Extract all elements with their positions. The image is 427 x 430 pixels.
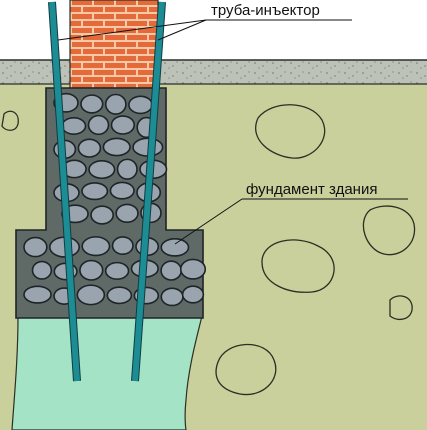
foundation-stone bbox=[160, 287, 184, 307]
foundation-stone bbox=[111, 236, 134, 256]
boulder bbox=[362, 205, 416, 256]
foundation-stone bbox=[109, 181, 135, 200]
foundation-stone bbox=[81, 182, 109, 201]
foundation-stone bbox=[80, 94, 104, 114]
foundation-stone bbox=[76, 284, 106, 306]
ground-surface-crust bbox=[0, 60, 427, 84]
foundation-stone bbox=[179, 258, 207, 280]
building-foundation-label: фундамент здания bbox=[246, 181, 377, 198]
foundation-stone bbox=[110, 115, 136, 135]
foundation-stone bbox=[23, 285, 52, 304]
injector-pipe-left-fill bbox=[49, 1, 80, 382]
foundation-stone bbox=[31, 260, 53, 280]
foundation-stone bbox=[115, 203, 139, 223]
foundation-stone bbox=[160, 260, 183, 281]
foundation-stone bbox=[128, 95, 153, 115]
foundation-stone bbox=[77, 138, 102, 158]
foundation-stone bbox=[79, 259, 104, 281]
injector-pipe-label: труба-инъектор bbox=[211, 2, 320, 19]
soil-boulders bbox=[1, 104, 416, 396]
foundation-stone bbox=[61, 117, 87, 135]
boulder bbox=[389, 295, 413, 321]
foundation-stone bbox=[104, 93, 127, 115]
injector-pipe-right-fill bbox=[132, 1, 165, 382]
boulder bbox=[215, 343, 277, 396]
pipe-leader-right bbox=[157, 19, 207, 41]
brick-wall bbox=[69, 0, 159, 89]
foundation-stone bbox=[104, 261, 130, 280]
foundation-stone bbox=[90, 205, 114, 225]
foundation-stone bbox=[160, 238, 190, 257]
injector-pipes bbox=[48, 1, 166, 382]
foundation-stone bbox=[87, 114, 110, 136]
leader-lines bbox=[57, 19, 408, 245]
boulder bbox=[255, 104, 326, 159]
foundation-stone bbox=[81, 236, 111, 257]
foundation-leader bbox=[174, 198, 243, 245]
foundation-stone bbox=[116, 158, 138, 180]
foundation-stone bbox=[23, 236, 48, 258]
boulder bbox=[261, 239, 335, 293]
foundation-stone bbox=[102, 137, 131, 157]
foundation-stone bbox=[88, 160, 116, 180]
boulder bbox=[1, 110, 19, 131]
foundation-stone bbox=[106, 286, 133, 305]
foundation-stone bbox=[181, 285, 205, 304]
pipe-leader-left bbox=[57, 19, 207, 41]
injected-soil-zone bbox=[11, 315, 203, 430]
